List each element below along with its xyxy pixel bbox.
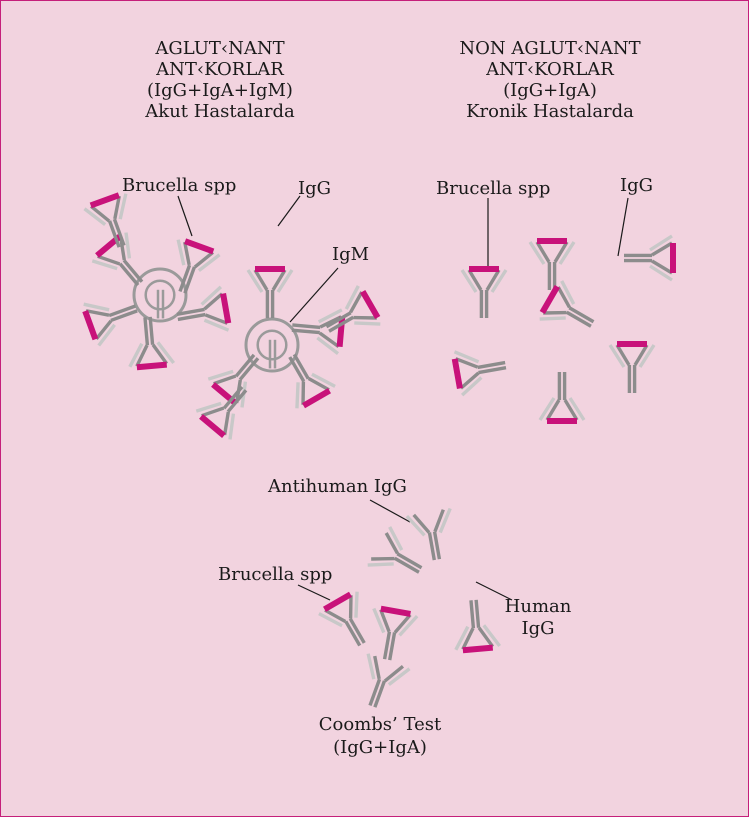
bottom-brucella-label: Brucella spp bbox=[218, 564, 332, 585]
right-heading-line-2: ANT‹KORLAR bbox=[440, 59, 660, 80]
left-antibody-2 bbox=[162, 239, 220, 300]
brucella-antigen bbox=[185, 241, 213, 251]
brucella-antigen bbox=[381, 609, 411, 614]
right-antibody-2 bbox=[530, 241, 574, 290]
right-antibody-7 bbox=[610, 344, 654, 393]
right-antibody-5 bbox=[453, 343, 509, 395]
bottom-antibody-2 bbox=[318, 591, 381, 655]
left-heading: AGLUT‹NANT ANT‹KORLAR (IgG+IgA+IgM) Akut… bbox=[110, 38, 330, 122]
right-heading-line-4: Kronik Hastalarda bbox=[440, 101, 660, 122]
left-igg-label: IgG bbox=[298, 178, 331, 199]
antihuman-igg-label: Antihuman IgG bbox=[268, 476, 407, 497]
brucella-antigen bbox=[325, 594, 351, 609]
brucella-antigen bbox=[223, 294, 228, 324]
left-igm-label: IgM bbox=[332, 244, 369, 265]
antihuman-antibody-1 bbox=[407, 508, 459, 563]
left-antibody-5 bbox=[174, 287, 230, 339]
right-heading-line-3: (IgG+IgA) bbox=[440, 80, 660, 101]
bottom-antibody-3 bbox=[452, 598, 500, 651]
coombs-test-sublabel: (IgG+IgA) bbox=[310, 737, 450, 758]
brucella-antigen bbox=[213, 384, 236, 403]
coombs-test-label: Coombs’ Test bbox=[310, 714, 450, 735]
left-heading-line-4: Akut Hastalarda bbox=[110, 101, 330, 122]
brucella-antigen bbox=[201, 416, 224, 435]
right-antibody-1 bbox=[462, 269, 506, 318]
right-heading-line-1: NON AGLUT‹NANT bbox=[440, 38, 660, 59]
brucella-antigen bbox=[91, 195, 119, 205]
brucella-antigen bbox=[137, 365, 167, 368]
brucella-antigen bbox=[85, 311, 95, 339]
brucella-antigen bbox=[542, 287, 557, 313]
left-heading-line-1: AGLUT‹NANT bbox=[110, 38, 330, 59]
antihuman-antibody-3 bbox=[352, 654, 410, 714]
bottom-antibody-1 bbox=[365, 607, 417, 663]
left-heading-line-2: ANT‹KORLAR bbox=[110, 59, 330, 80]
left-brucella-label: Brucella spp bbox=[122, 175, 236, 196]
left-heading-line-3: (IgG+IgA+IgM) bbox=[110, 80, 330, 101]
brucella-antigen bbox=[455, 359, 460, 389]
human-igg-label: IgG bbox=[500, 618, 576, 639]
brucella-antigen bbox=[463, 648, 493, 651]
human-label: Human bbox=[500, 596, 576, 617]
brucella-antigen bbox=[304, 391, 330, 406]
brucella-antigen bbox=[340, 317, 343, 347]
right-antibody-6 bbox=[540, 372, 584, 421]
brucella-antigen bbox=[363, 292, 378, 318]
right-igg-label: IgG bbox=[620, 175, 653, 196]
left-antibody-6 bbox=[248, 269, 292, 318]
right-heading: NON AGLUT‹NANT ANT‹KORLAR (IgG+IgA) Kron… bbox=[440, 38, 660, 122]
right-brucella-label: Brucella spp bbox=[436, 178, 550, 199]
left-antibody-3 bbox=[126, 315, 174, 368]
left-antibody-12 bbox=[196, 374, 261, 440]
right-antibody-3 bbox=[624, 236, 673, 280]
antihuman-antibody-2 bbox=[368, 527, 432, 589]
